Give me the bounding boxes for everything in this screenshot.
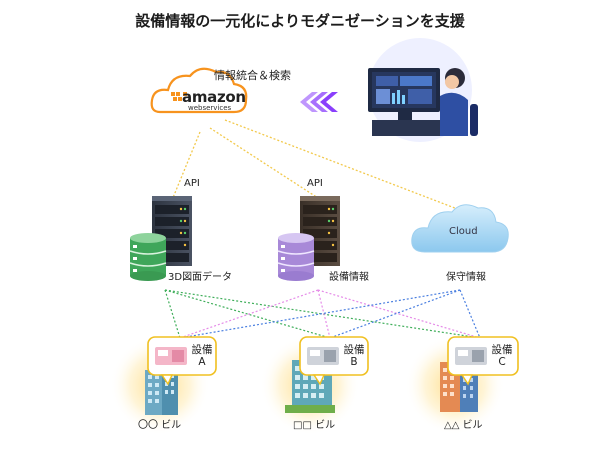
equipment-A-line2: A (198, 356, 206, 368)
equipment-A-label: 設備 A (190, 344, 214, 368)
aws-cube-icon (171, 92, 187, 101)
chevron-left-arrows-icon (300, 92, 338, 112)
cloud-icon (411, 204, 509, 253)
equipment-B-line2: B (350, 356, 358, 368)
page-title: 設備情報の一元化によりモダニゼーションを支援 (135, 12, 465, 30)
building-A-label: 〇〇 ビル (138, 420, 182, 431)
database-purple-icon (277, 233, 315, 281)
connector-maint-siteA (179, 289, 461, 339)
server-3d-icon (152, 196, 192, 266)
equipment-C-line2: C (498, 356, 506, 368)
api-label-1: API (184, 178, 200, 189)
cloud-label: Cloud (449, 226, 478, 237)
equipment-A-line1: 設備 (191, 344, 213, 356)
site-B (260, 335, 369, 435)
site-A (110, 335, 217, 435)
connector-equip-siteA (179, 289, 319, 339)
connector-aws-equipment (209, 127, 319, 199)
source-label-3d: 3D図面データ (168, 272, 233, 283)
site-connectors (164, 289, 481, 339)
aws-connectors (169, 119, 461, 211)
aws-logo-word: amazon (182, 88, 246, 106)
aws-cloud-logo (150, 67, 248, 114)
source-label-equipment: 設備情報 (329, 272, 369, 283)
site-C (405, 335, 519, 435)
connector-equip-siteB (317, 289, 331, 339)
connector-3d-siteA (164, 289, 181, 339)
aws-caption: 情報統合＆検索 (214, 69, 291, 82)
connector-aws-3d (169, 131, 201, 206)
equipment-B-icon (307, 347, 339, 365)
connector-aws-cloud (224, 119, 461, 211)
equipment-C-icon (455, 347, 487, 365)
database-green-icon (129, 233, 167, 281)
building-C-label: △△ ビル (444, 420, 483, 431)
connector-maint-siteC (459, 289, 481, 339)
equipment-A-icon (155, 347, 187, 365)
building-B-label: □□ ビル (293, 420, 336, 431)
connector-3d-siteC (164, 289, 481, 339)
equipment-C-line1: 設備 (491, 344, 513, 356)
aws-logo-sub: webservices (188, 104, 232, 112)
equipment-B-label: 設備 B (342, 344, 366, 368)
connector-equip-siteC (317, 289, 481, 339)
api-label-2: API (307, 178, 323, 189)
connector-3d-siteB (164, 289, 331, 339)
source-label-maintenance: 保守情報 (446, 272, 486, 283)
equipment-B-line1: 設備 (343, 344, 365, 356)
operator-illustration (368, 38, 478, 142)
equipment-C-label: 設備 C (490, 344, 514, 368)
connector-maint-siteB (329, 289, 461, 339)
